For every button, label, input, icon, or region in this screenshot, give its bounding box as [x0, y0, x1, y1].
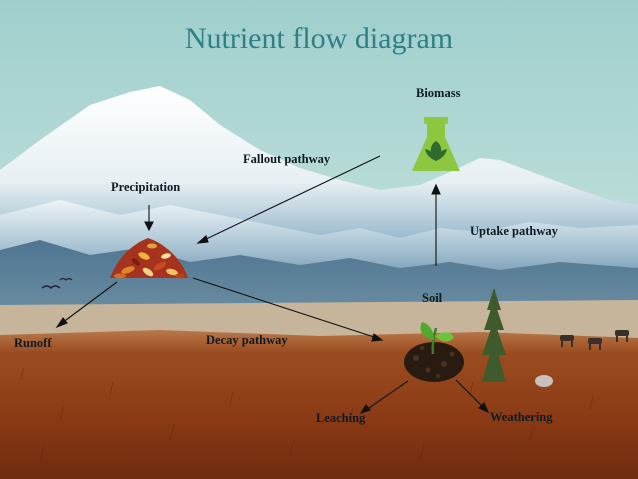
label-leaching: Leaching [316, 411, 365, 426]
flask-leaf-icon [409, 115, 463, 175]
label-biomass: Biomass [416, 86, 460, 101]
label-soil: Soil [422, 291, 442, 306]
label-runoff: Runoff [14, 336, 52, 351]
label-decay-pathway: Decay pathway [206, 333, 288, 348]
label-fallout-pathway: Fallout pathway [243, 152, 330, 167]
diagram-title: Nutrient flow diagram [0, 22, 638, 56]
label-uptake-pathway: Uptake pathway [470, 224, 558, 239]
label-precipitation: Precipitation [111, 180, 180, 195]
leaf-litter-pile-icon [108, 232, 190, 280]
seedling-soil-icon [400, 318, 468, 384]
label-weathering: Weathering [490, 410, 553, 425]
